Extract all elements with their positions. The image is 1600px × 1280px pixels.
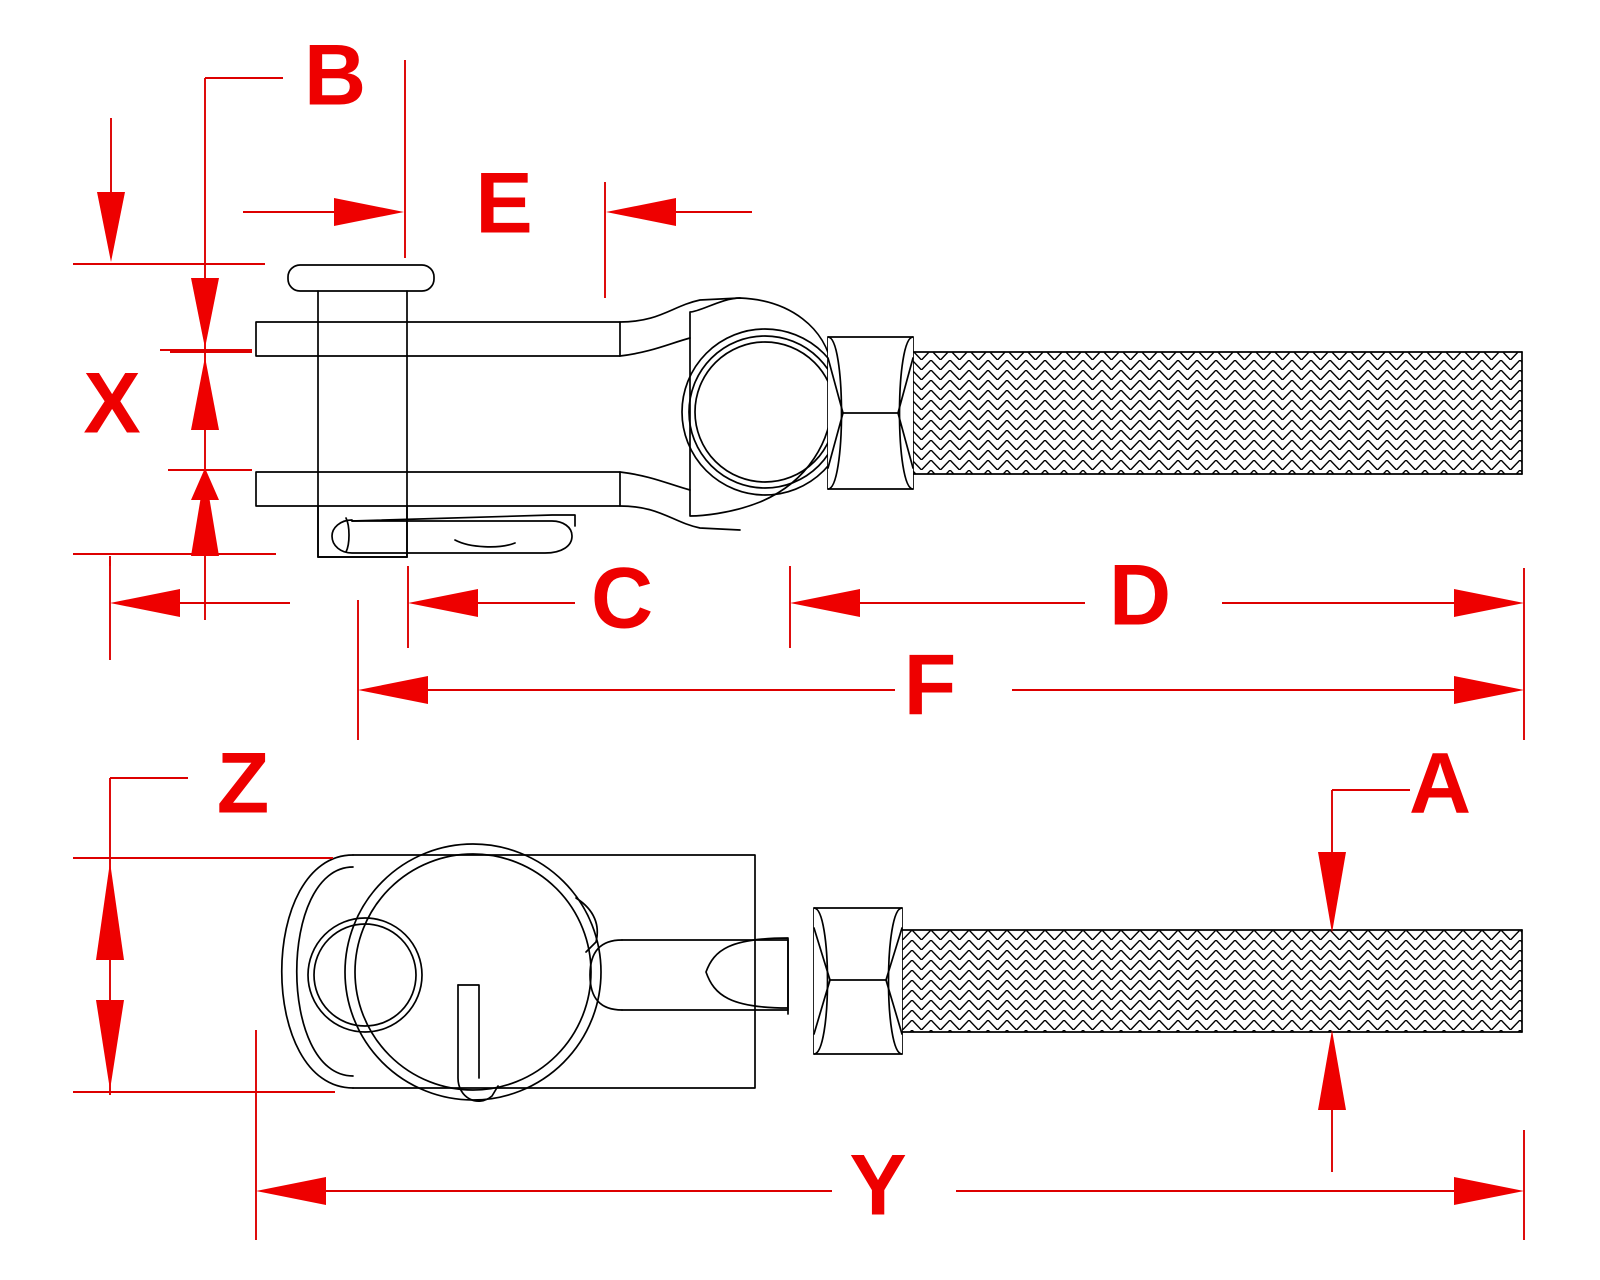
arrow-F-right	[1454, 676, 1524, 704]
arrow-E-left	[334, 198, 404, 226]
dimension-C: C	[109, 551, 653, 660]
rod-end-eye	[589, 937, 789, 1015]
clevis-pin	[287, 264, 435, 558]
dimension-label-C: C	[591, 551, 653, 647]
dimension-label-Y: Y	[849, 1138, 906, 1234]
cotter-pin	[344, 843, 602, 1102]
dimension-Z: Z	[73, 736, 335, 1100]
arrow-C-left-head	[110, 589, 180, 617]
dimension-label-F: F	[904, 638, 957, 734]
arrow-X-bottom	[191, 472, 219, 556]
clevis-pin	[307, 917, 423, 1033]
clevis-fork	[255, 297, 741, 558]
dimension-E: E	[243, 60, 752, 298]
dimension-D: D	[789, 548, 1525, 740]
threaded-rod-shank	[899, 929, 1523, 1033]
arrow-Y-left	[256, 1177, 326, 1205]
dimension-label-X: X	[83, 356, 140, 452]
dimension-A: A	[1318, 736, 1471, 1172]
arrow-A-upper	[1318, 852, 1346, 933]
dimension-label-B: B	[304, 28, 366, 124]
arrow-C-right-head	[408, 589, 478, 617]
dimension-X: X	[73, 351, 276, 620]
dimension-label-D: D	[1109, 548, 1171, 644]
clevis-fork	[281, 854, 756, 1089]
arrow-Y-right	[1454, 1177, 1524, 1205]
threaded-rod-shank	[879, 351, 1523, 475]
top-plan-view	[281, 843, 1523, 1102]
arrow-D-right	[1454, 589, 1524, 617]
hex-jam-nut	[813, 907, 903, 1055]
dimension-label-Z: Z	[217, 736, 270, 832]
hex-jam-nut	[827, 336, 914, 490]
dimension-label-E: E	[475, 156, 532, 252]
dimension-Y: Y	[255, 1100, 1525, 1240]
dimension-F: F	[357, 638, 1524, 740]
dimension-B: B	[73, 28, 366, 355]
cotter-pin	[331, 514, 576, 554]
arrow-F-left	[358, 676, 428, 704]
arrow-A-lower	[1318, 1030, 1346, 1110]
dimension-label-A: A	[1409, 736, 1471, 832]
arrow-E-right	[606, 198, 676, 226]
arrow-Z-lower	[96, 1000, 124, 1090]
arrow-B-upper	[97, 192, 125, 262]
arrow-D-left	[790, 589, 860, 617]
arrow-X-upper	[191, 357, 219, 430]
side-elevation-view	[255, 264, 1523, 558]
arrow-Z-upper	[96, 862, 124, 960]
arrow-B-lower	[191, 278, 219, 348]
